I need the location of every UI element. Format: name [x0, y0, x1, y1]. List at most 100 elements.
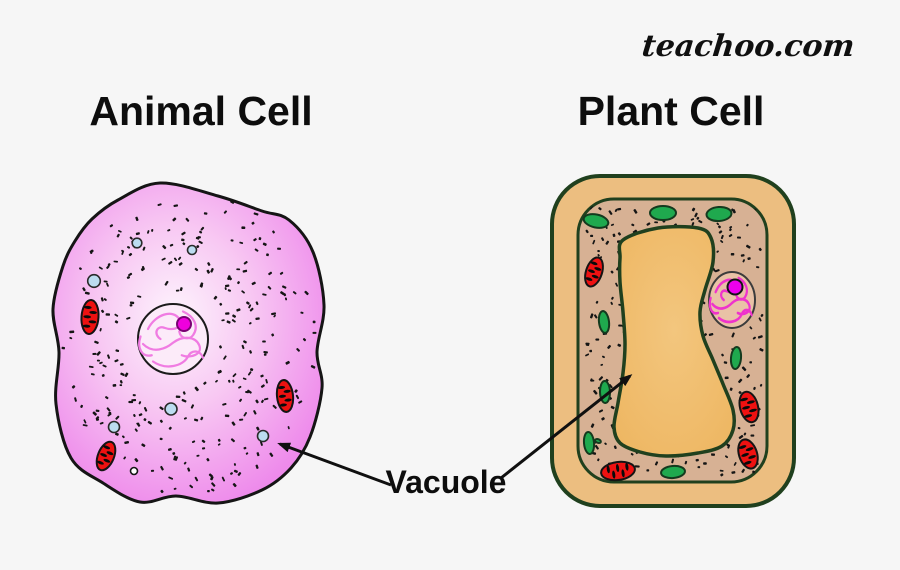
- stipple-dot: [263, 353, 267, 356]
- stipple-dot: [731, 471, 736, 474]
- stipple-dot: [597, 249, 600, 253]
- stipple-dot: [260, 374, 264, 378]
- stipple-dot: [601, 237, 605, 241]
- stipple-dot: [196, 245, 200, 249]
- stipple-dot: [99, 421, 104, 425]
- stipple-dot: [211, 488, 215, 492]
- stipple-dot: [238, 385, 242, 389]
- stipple-dot: [128, 272, 133, 277]
- stipple-dot: [199, 230, 203, 234]
- mitochondrion: [584, 256, 604, 288]
- vacuole-vesicle: [186, 244, 198, 256]
- stipple-dot: [262, 242, 267, 246]
- stipple-dot: [752, 336, 756, 340]
- stipple-dot: [597, 458, 600, 462]
- stipple-dot: [719, 469, 724, 472]
- stipple-dot: [195, 236, 200, 240]
- stipple-dot: [231, 319, 236, 323]
- stipple-dot: [82, 424, 88, 427]
- nucleolus: [176, 316, 192, 332]
- stipple-dot: [721, 353, 724, 357]
- stipple-dot: [114, 313, 119, 317]
- stipple-dot: [189, 484, 194, 489]
- stipple-dot: [230, 200, 235, 204]
- vacuole-arrows: [277, 374, 633, 487]
- stipple-dot: [684, 460, 688, 465]
- stipple-dot: [147, 420, 153, 425]
- stipple-dot: [262, 340, 266, 343]
- vacuole-vesicle: [107, 420, 121, 434]
- stipple-dot: [300, 311, 304, 314]
- stipple-dot: [201, 439, 206, 443]
- stipple-dot: [83, 419, 87, 424]
- stipple-dot: [738, 390, 742, 395]
- stipple-dot: [608, 384, 613, 389]
- stipple-dot: [228, 379, 231, 383]
- stipple-dot: [126, 276, 131, 279]
- stipple-dot: [594, 444, 599, 450]
- stipple-dot: [733, 462, 737, 466]
- stipple-dot: [141, 265, 145, 271]
- stipple-dot: [304, 290, 309, 296]
- stipple-dot: [98, 266, 103, 270]
- stipple-dot: [187, 467, 191, 472]
- stipple-dot: [248, 304, 252, 309]
- stipple-dot: [173, 487, 177, 490]
- stipple-dot: [199, 282, 204, 288]
- stipple-dot: [714, 269, 720, 273]
- stipple-dot: [107, 354, 111, 359]
- chloroplast: [597, 310, 611, 334]
- stipple-dot: [236, 308, 241, 312]
- stipple-dot: [183, 417, 187, 420]
- stipple-dot: [194, 386, 199, 392]
- stipple-dot: [296, 348, 300, 352]
- stipple-dot: [213, 295, 218, 300]
- stipple-dot: [137, 295, 142, 298]
- stipple-dot: [143, 407, 148, 412]
- stipple-dot: [121, 435, 125, 439]
- stipple-dot: [267, 285, 272, 290]
- stipple-dot: [182, 242, 186, 246]
- stipple-dot: [613, 445, 617, 450]
- stipple-dot: [146, 230, 150, 234]
- stipple-dot: [124, 441, 129, 444]
- stipple-dot: [74, 397, 77, 402]
- stipple-dot: [133, 414, 136, 417]
- stipple-dot: [600, 363, 604, 366]
- stipple-dot: [757, 335, 763, 339]
- stipple-dot: [258, 237, 262, 241]
- stipple-dot: [69, 330, 75, 334]
- stipple-dot: [255, 317, 260, 321]
- chloroplast: [660, 464, 686, 480]
- stipple-dot: [245, 390, 250, 394]
- stipple-dot: [168, 476, 174, 480]
- stipple-dot: [174, 456, 179, 461]
- stipple-dot: [248, 322, 252, 325]
- stipple-dot: [243, 412, 247, 417]
- stipple-dot: [312, 320, 316, 324]
- chloroplast: [582, 213, 610, 229]
- stipple-dot: [742, 259, 746, 263]
- chromatin-squiggles: [708, 276, 753, 324]
- stipple-dot: [101, 374, 105, 377]
- stipple-dot: [206, 458, 210, 462]
- stipple-dot: [631, 223, 635, 227]
- stipple-dot: [590, 423, 595, 428]
- stipple-dot: [737, 426, 741, 430]
- stipple-dot: [239, 418, 244, 421]
- stipple-dot: [726, 443, 730, 447]
- stipple-dot: [224, 287, 227, 290]
- vacuole-arrow: [277, 442, 392, 487]
- stipple-dot: [758, 247, 762, 252]
- stipple-dot: [69, 337, 73, 340]
- stipple-dot: [217, 443, 221, 446]
- stipple-dot: [175, 395, 181, 399]
- stipple-dot: [597, 254, 600, 257]
- stipple-dot: [740, 254, 745, 257]
- stipple-dot: [750, 424, 756, 427]
- mitochondrion: [80, 299, 100, 335]
- central-vacuole: [612, 224, 737, 458]
- stipple-dot: [690, 218, 695, 221]
- stipple-dot: [589, 313, 594, 319]
- stipple-dot: [143, 418, 147, 422]
